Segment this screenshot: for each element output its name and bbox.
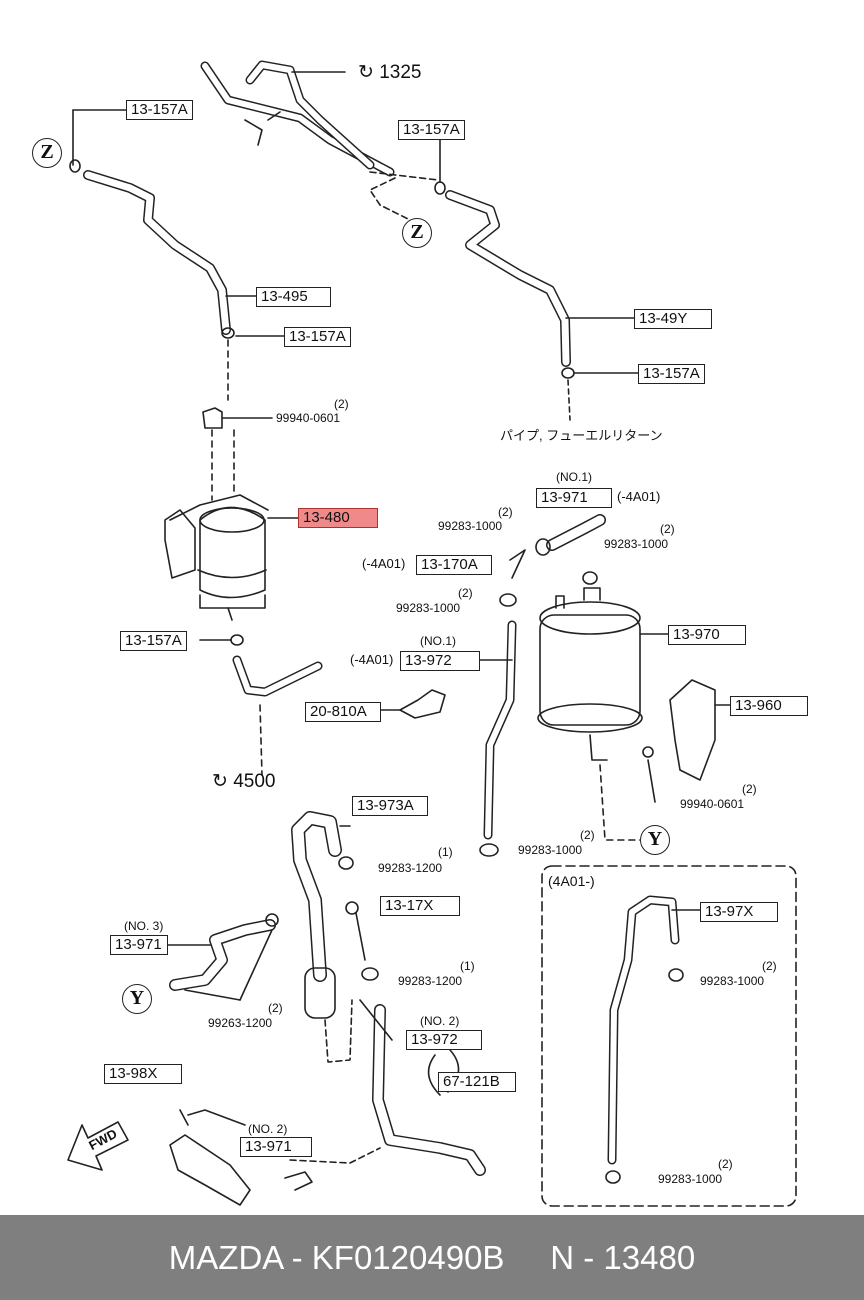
part-99283-1000: 99283-1000 (438, 519, 503, 533)
code-4a01: (-4A01) (362, 556, 406, 571)
part-99283-1000: 99283-1000 (604, 537, 669, 551)
note-no1: (NO.1) (556, 470, 592, 484)
hose-13-495 (83, 170, 231, 335)
marker-y: Y (122, 984, 152, 1014)
bracket-13-98X (169, 1134, 251, 1206)
note-no3: (NO. 3) (124, 919, 164, 933)
label-13-495: 13-495 (256, 287, 331, 307)
part-99283-1200: 99283-1200 (398, 974, 463, 988)
qty: (2) (458, 586, 473, 600)
qty: (2) (334, 397, 349, 411)
clip-20-810A (399, 689, 446, 719)
part-99283-1000: 99283-1000 (658, 1172, 723, 1186)
part-99283-1000: 99283-1000 (518, 843, 583, 857)
label-13-170A: 13-170A (416, 555, 492, 575)
qty: (2) (268, 1001, 283, 1015)
label-4500: ↻ 4500 (212, 771, 276, 792)
part-99283-1000: 99283-1000 (396, 601, 461, 615)
label-13-971: 13-971 (110, 935, 168, 955)
pipe-fuel-return-note: パイプ, フューエルリターン (500, 428, 663, 443)
part-99283-1200: 99283-1200 (378, 861, 443, 875)
qty: (2) (742, 782, 757, 796)
marker-y: Y (640, 825, 670, 855)
code-4a01: (-4A01) (617, 489, 661, 504)
label-13-157A: 13-157A (126, 100, 193, 120)
footer-part-number: MAZDA - KF0120490B N - 13480 (168, 1238, 696, 1276)
note-no1: (NO.1) (420, 634, 456, 648)
qty: (2) (660, 522, 675, 536)
label-13-157A: 13-157A (284, 327, 351, 347)
marker-z: Z (32, 138, 62, 168)
label-13-971: 13-971 (240, 1137, 312, 1157)
fwd-arrow (67, 1121, 129, 1171)
label-13-972: 13-972 (400, 651, 480, 671)
note-no2: (NO. 2) (420, 1014, 460, 1028)
hose-13-49Y (445, 190, 571, 367)
qty: (2) (580, 828, 595, 842)
parts-diagram (67, 60, 797, 1207)
label-13-157A: 13-157A (638, 364, 705, 384)
code-4a01: (-4A01) (350, 652, 394, 667)
label-13-17X: 13-17X (380, 896, 460, 916)
note-no2: (NO. 2) (248, 1122, 288, 1136)
label-20-810A: 20-810A (305, 702, 381, 722)
qty: (2) (718, 1157, 733, 1171)
inset-box-4a01 (541, 865, 797, 1207)
qty: (1) (438, 845, 453, 859)
hose-13-97X (607, 895, 680, 1165)
qty: (2) (762, 959, 777, 973)
bolt-99940 (202, 407, 223, 429)
canister-13-970 (539, 614, 641, 726)
label-13-970: 13-970 (668, 625, 746, 645)
footer-bar: MAZDA - KF0120490B N - 13480 (0, 1215, 864, 1300)
label-67-121B: 67-121B (438, 1072, 516, 1092)
part-99283-1000: 99283-1000 (700, 974, 765, 988)
qty: (1) (460, 959, 475, 973)
label-13-960: 13-960 (730, 696, 808, 716)
label-13-480-highlighted: 13-480 (298, 508, 378, 528)
part-99940-0601: 99940-0601 (276, 411, 341, 425)
marker-z: Z (402, 218, 432, 248)
label-1325: ↻ 1325 (358, 62, 422, 83)
label-13-49Y: 13-49Y (634, 309, 712, 329)
label-13-157A: 13-157A (120, 631, 187, 651)
label-13-97X: 13-97X (700, 902, 778, 922)
label-13-973A: 13-973A (352, 796, 428, 816)
label-13-98X: 13-98X (104, 1064, 182, 1084)
label-13-971: 13-971 (536, 488, 612, 508)
inset-title: (4A01-) (548, 873, 595, 889)
part-99940-0601: 99940-0601 (680, 797, 745, 811)
part-99263-1200: 99263-1200 (208, 1016, 273, 1030)
label-13-157A: 13-157A (398, 120, 465, 140)
label-13-972: 13-972 (406, 1030, 482, 1050)
qty: (2) (498, 505, 513, 519)
fuel-filter-13-480 (199, 506, 266, 599)
bracket-13-960 (669, 679, 716, 781)
